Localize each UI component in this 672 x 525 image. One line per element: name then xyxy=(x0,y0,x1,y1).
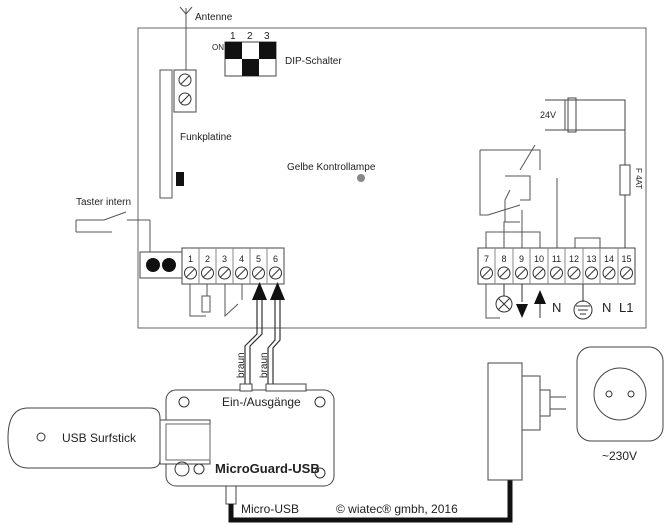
dip-number-3: 3 xyxy=(264,31,270,42)
arrow-up-icon xyxy=(534,290,546,318)
antenna-label: Antenne xyxy=(195,12,233,23)
terminals-left: 1 2 3 4 5 6 xyxy=(184,254,282,280)
terminal-number: 12 xyxy=(569,254,579,264)
micro-usb-connector xyxy=(225,485,237,505)
terminal-screw-slot xyxy=(604,268,614,278)
transformer-icon xyxy=(545,97,626,248)
device-led-icon xyxy=(193,463,205,475)
radio-board-connector xyxy=(176,172,184,186)
terminal-number: 5 xyxy=(256,254,261,264)
internal-button-screw xyxy=(162,258,176,272)
brown-wires xyxy=(244,300,281,390)
radio-board xyxy=(159,69,173,199)
dip-switch-label: DIP-Schalter xyxy=(285,56,342,67)
copyright-label: © wiatec® gmbh, 2016 xyxy=(336,502,458,516)
terminal-number: 6 xyxy=(273,254,278,264)
wiring-bracket-7 xyxy=(485,284,500,319)
left-relay-wiring xyxy=(189,284,243,318)
usb-surfstick-label: USB Surfstick xyxy=(62,431,137,445)
terminal-screw-slot xyxy=(569,268,579,278)
antenna-terminal-screw xyxy=(178,73,192,87)
microguard-device xyxy=(159,383,335,487)
dip-number-1: 1 xyxy=(230,31,236,42)
terminal-screw-slot xyxy=(271,268,280,278)
terminal-screw-slot xyxy=(534,268,544,278)
power-adapter xyxy=(487,362,566,481)
wire-arrow-up-icon xyxy=(252,282,267,300)
yellow-lamp-label: Gelbe Kontrollampe xyxy=(287,162,376,173)
device-screw-icon xyxy=(314,396,326,408)
terminal-screw-slot xyxy=(517,268,526,278)
usb-surfstick xyxy=(7,407,161,469)
terminals-right: 7 8 9 10 11 12 13 14 15 xyxy=(480,254,633,280)
terminal-screw-slot xyxy=(622,268,631,278)
terminal-number: 9 xyxy=(519,254,524,264)
device-screw-icon xyxy=(314,467,326,479)
dip-number-2: 2 xyxy=(247,31,253,42)
wall-socket-icon xyxy=(576,346,664,442)
antenna-terminal-screw xyxy=(178,92,192,106)
terminal-number: 3 xyxy=(222,254,227,264)
terminal-number: 8 xyxy=(501,254,506,264)
terminal-screw-slot xyxy=(203,268,212,278)
inputs-outputs-label: Ein-/Ausgänge xyxy=(222,395,301,409)
terminal-number: 2 xyxy=(205,254,210,264)
radio-board-label: Funkplatine xyxy=(180,132,232,143)
terminal-block-left xyxy=(181,247,285,285)
terminal-number: 10 xyxy=(534,254,544,264)
wire-right-label: braun xyxy=(259,352,270,378)
voltage-24-label: 24V xyxy=(540,110,556,120)
wire-left-label: braun xyxy=(236,352,247,378)
internal-button-wiring xyxy=(75,211,151,252)
terminal-number: 13 xyxy=(586,254,596,264)
ground-symbol-icon xyxy=(573,284,593,320)
device-screw-icon xyxy=(178,396,190,408)
lamp-symbol-icon xyxy=(495,284,513,313)
terminal-n2-label: N xyxy=(602,300,611,315)
device-name-label: MicroGuard-USB xyxy=(215,461,320,476)
terminal-screw-slot xyxy=(186,268,195,278)
device-led-icon xyxy=(174,461,190,477)
terminal-screw-slot xyxy=(587,268,596,278)
dip-switch[interactable] xyxy=(224,41,277,77)
terminal-screw-slot xyxy=(552,268,561,278)
terminal-number: 1 xyxy=(188,254,193,264)
terminal-number: 15 xyxy=(621,254,631,264)
terminal-screw-slot xyxy=(482,268,491,278)
terminal-n-label: N xyxy=(552,300,561,315)
dip-on-label: ON xyxy=(212,43,224,52)
mains-voltage-label: ~230V xyxy=(602,449,637,463)
antenna-terminal-block xyxy=(173,69,197,113)
internal-button-screw xyxy=(146,258,160,272)
yellow-lamp-icon xyxy=(357,174,365,182)
arrow-down-icon xyxy=(516,284,528,318)
micro-usb-label: Micro-USB xyxy=(241,502,299,516)
micro-usb-cable xyxy=(228,480,513,523)
fuse-icon xyxy=(619,164,631,196)
wire-arrow-up-icon xyxy=(270,282,285,300)
terminal-number: 7 xyxy=(484,254,489,264)
fuse-label: F 4AT xyxy=(634,168,643,189)
relay-circuit xyxy=(479,144,601,248)
terminal-screw-slot xyxy=(254,268,263,278)
terminal-screw-slot xyxy=(237,268,246,278)
terminal-number: 14 xyxy=(604,254,614,264)
terminal-screw-slot xyxy=(499,268,509,278)
internal-button-label: Taster intern xyxy=(76,197,131,208)
terminal-l1-label: L1 xyxy=(619,300,633,315)
antenna-icon xyxy=(179,6,193,70)
terminal-number: 4 xyxy=(239,254,244,264)
terminal-number: 11 xyxy=(552,254,561,264)
terminal-screw-slot xyxy=(220,268,229,278)
